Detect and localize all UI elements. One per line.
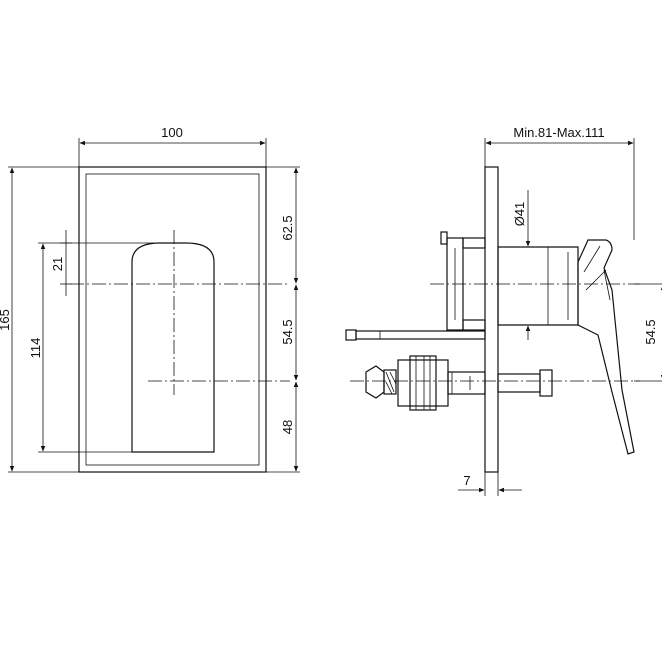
label-dim-top: 62.5: [280, 215, 295, 240]
cover-plate-outer: [78, 166, 267, 473]
rear-flange: [462, 237, 486, 249]
rear-flange-lower: [462, 319, 486, 331]
label-depth: Min.81-Max.111: [513, 125, 604, 140]
lever-profile: [577, 239, 635, 455]
rear-knob: [440, 231, 448, 245]
label-diameter: Ø41: [512, 202, 527, 227]
label-dim-bottom: 48: [280, 420, 295, 434]
label-dim-mid: 54.5: [280, 319, 295, 344]
spindle-tip: [539, 369, 553, 397]
mixer-body: [497, 246, 579, 326]
label-height: 165: [0, 309, 12, 331]
lever-detail: [583, 245, 607, 291]
diverter-rod-end: [345, 329, 357, 341]
spindle: [497, 373, 541, 393]
diverter-rod: [355, 330, 486, 340]
side-view: Min.81-Max.111 Ø41 54.5 7: [345, 125, 662, 496]
lever-outline: [131, 242, 215, 453]
wall-plate: [484, 166, 499, 473]
front-view: 100 165 114 21 62.5 54.5 48: [0, 125, 300, 473]
label-lever-height: 114: [28, 338, 43, 359]
label-thickness: 7: [463, 473, 470, 488]
label-offset-top: 21: [50, 257, 65, 271]
label-dim-right: 54.5: [643, 319, 658, 344]
cover-plate-inner: [85, 173, 260, 466]
lever-mark: [603, 269, 611, 301]
valve-cartridge: [365, 355, 486, 411]
label-width: 100: [161, 125, 183, 140]
